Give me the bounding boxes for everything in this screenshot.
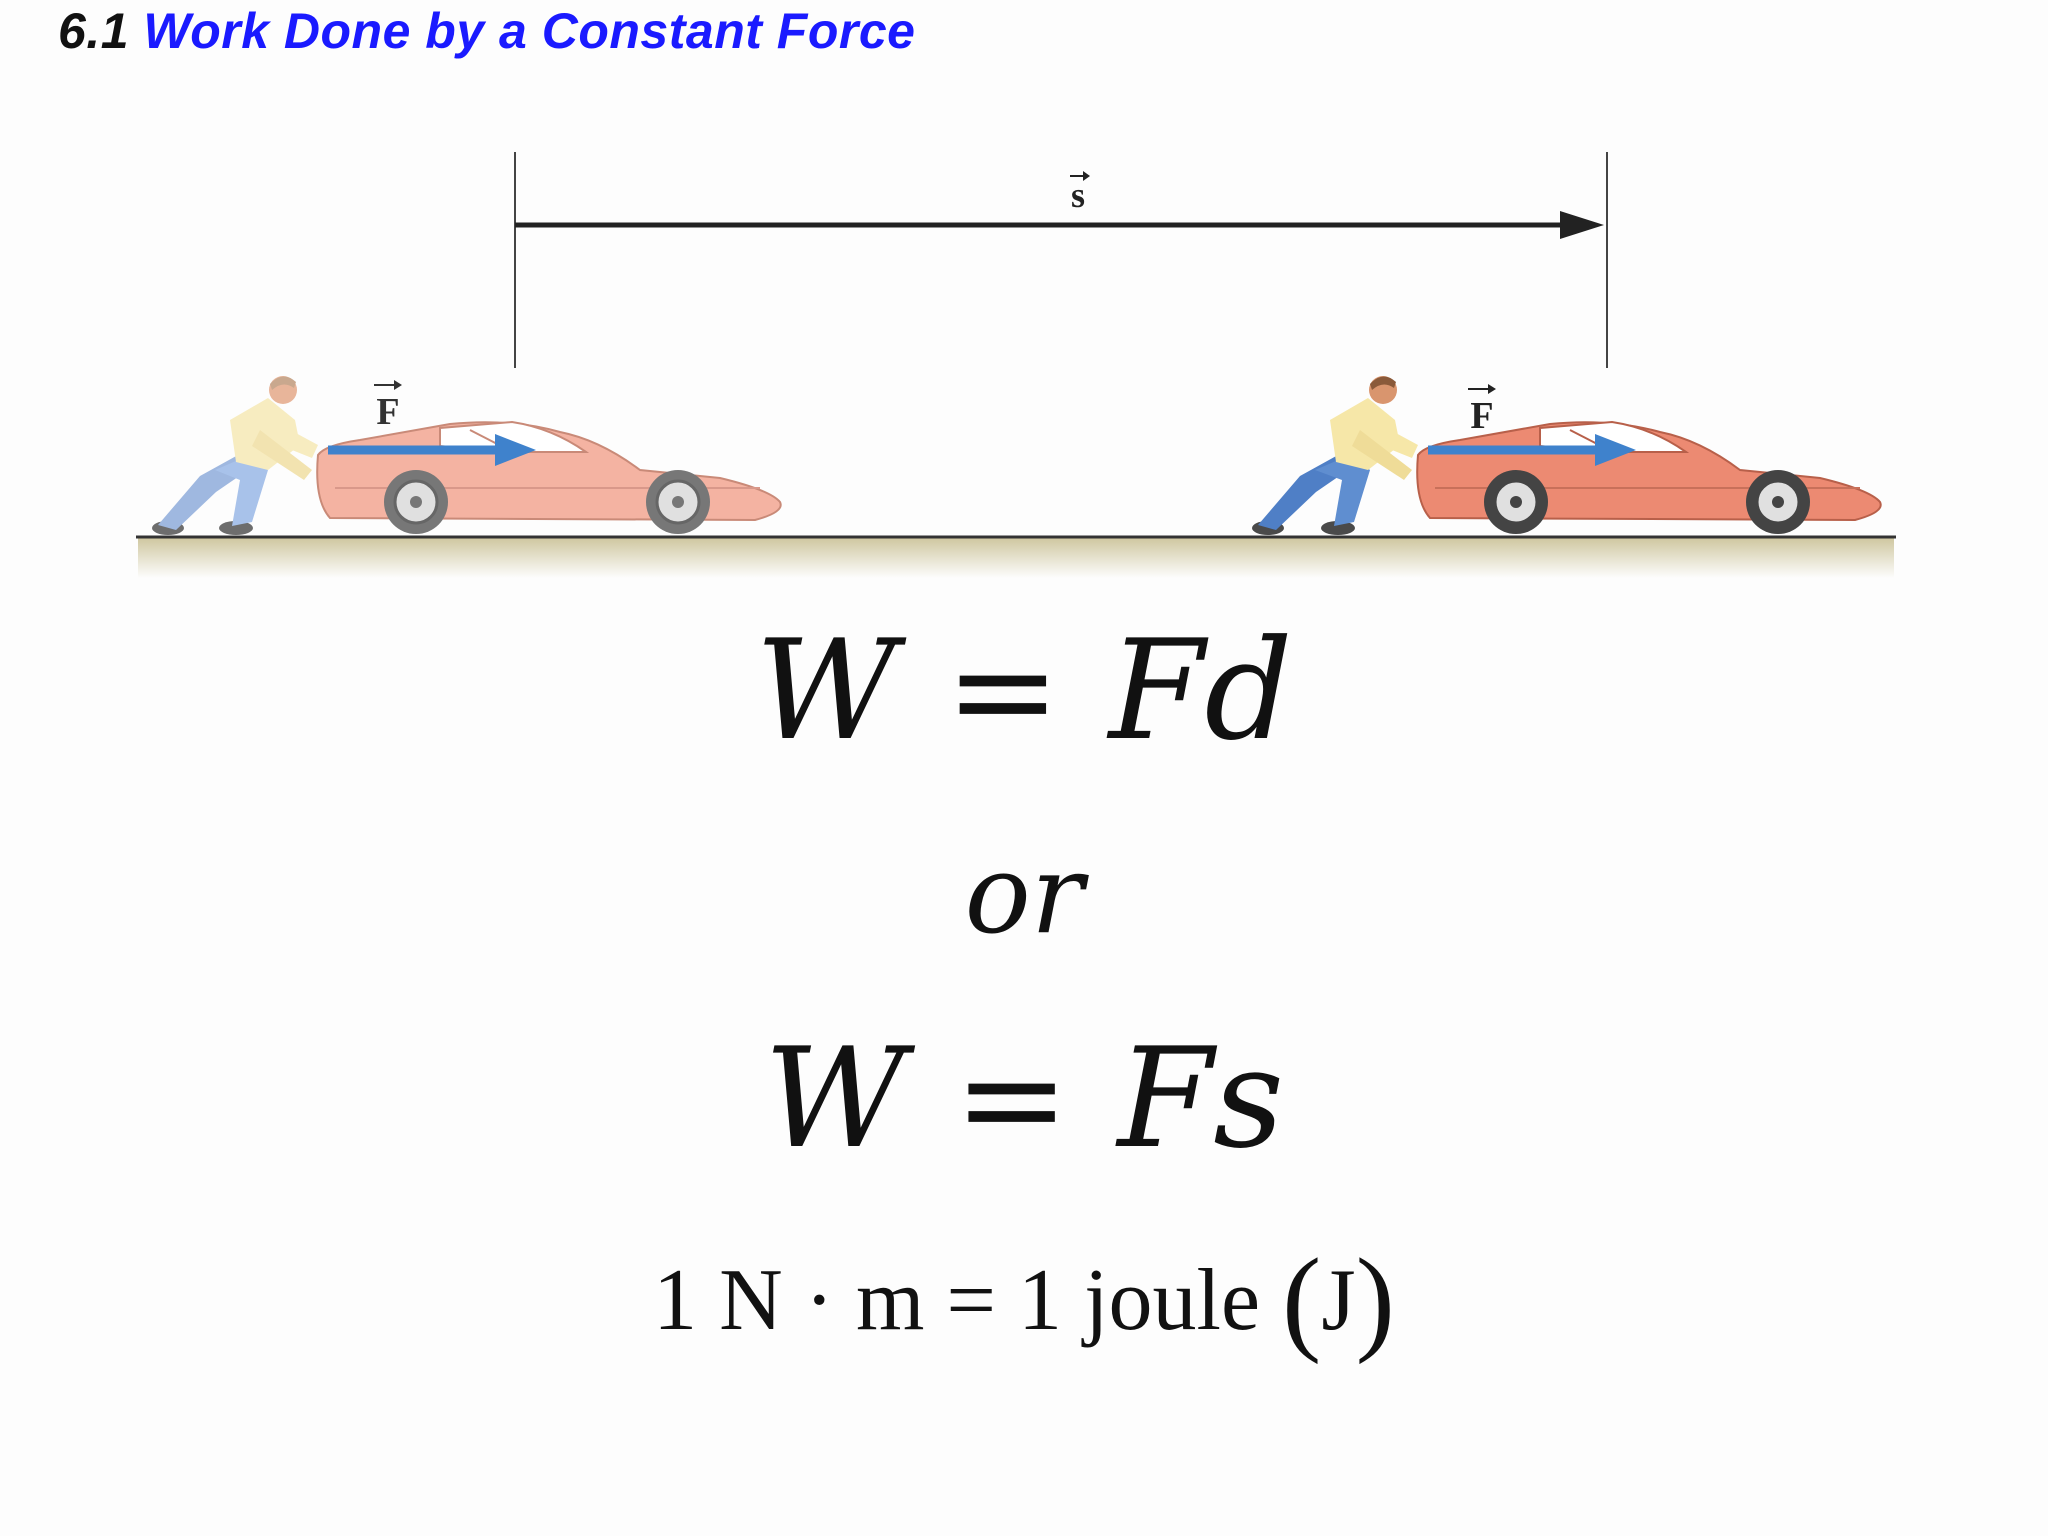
person-pushing-right xyxy=(1252,376,1418,535)
force-arrow-left xyxy=(328,434,536,466)
close-paren: ) xyxy=(1355,1234,1395,1365)
section-title: Work Done by a Constant Force xyxy=(143,3,916,59)
joule-unit-symbol: J xyxy=(1321,1252,1356,1349)
work-figure: s xyxy=(136,152,1896,578)
person-pushing-left xyxy=(152,376,318,535)
equation-2-rhs: Fs xyxy=(1117,1018,1285,1179)
joule-definition-text: 1 N · m = 1 joule xyxy=(653,1252,1261,1349)
section-number: 6.1 xyxy=(58,3,130,59)
force-label-left: F xyxy=(374,380,402,433)
force-label-right: F xyxy=(1468,384,1496,437)
car-right xyxy=(1416,420,1882,534)
equation-w-fs: W = Fs xyxy=(0,1018,2048,1179)
equation-2-equals: = xyxy=(953,1018,1070,1179)
equation-1-lhs: W xyxy=(755,610,898,771)
slide-title: 6.1 Work Done by a Constant Force xyxy=(58,2,915,60)
left-scene: F xyxy=(152,376,782,535)
displacement-vector: s xyxy=(514,152,1608,368)
displacement-label: s xyxy=(1070,171,1090,215)
equation-1-rhs: Fd xyxy=(1108,610,1293,771)
svg-text:F: F xyxy=(376,391,399,433)
joule-definition: 1 N · m = 1 joule (J) xyxy=(0,1232,2048,1368)
or-text: or xyxy=(964,830,1084,958)
equation-2-lhs: W xyxy=(763,1018,906,1179)
right-scene: F xyxy=(1252,376,1882,535)
car-left xyxy=(316,420,782,534)
equation-1-equals: = xyxy=(945,610,1061,771)
ground xyxy=(136,535,1896,578)
open-paren: ( xyxy=(1282,1234,1322,1365)
svg-text:s: s xyxy=(1071,175,1085,215)
svg-text:F: F xyxy=(1470,395,1493,437)
force-arrow-right xyxy=(1428,434,1636,466)
equation-w-fd: W = Fd xyxy=(0,610,2048,771)
